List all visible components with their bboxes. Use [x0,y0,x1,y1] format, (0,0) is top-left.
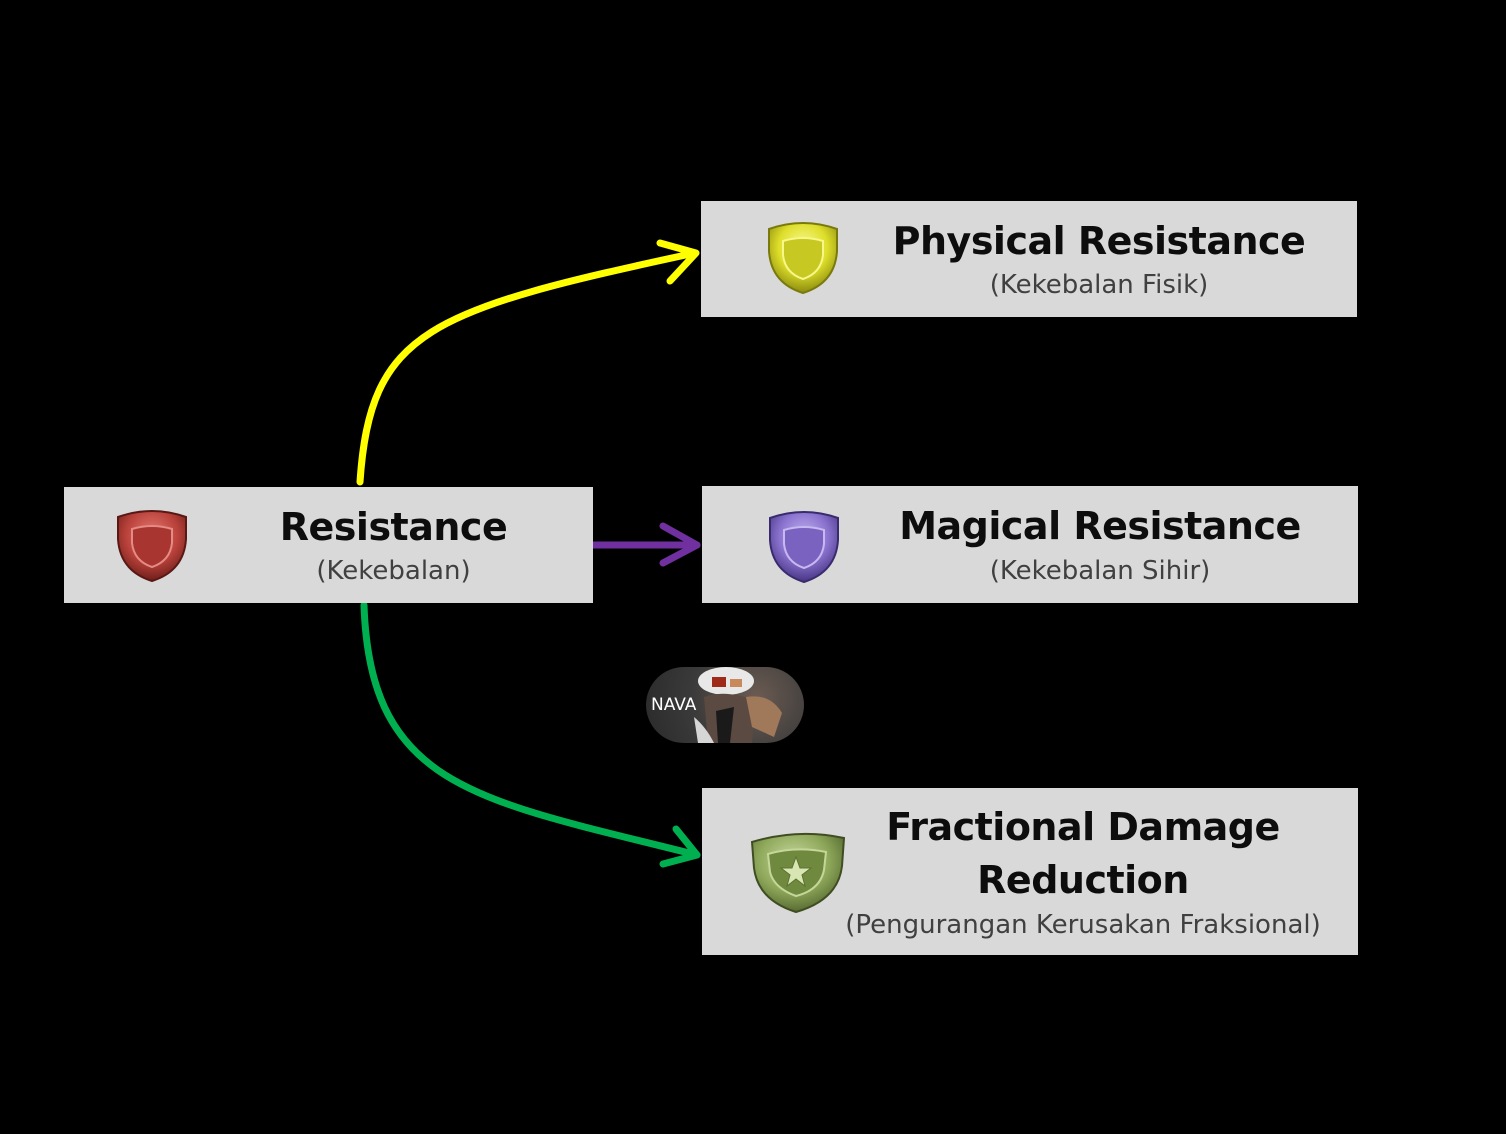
resistance-subtitle: (Kekebalan) [316,556,471,587]
physical-resistance-subtitle: (Kekebalan Fisik) [989,270,1209,301]
resistance-node: Resistance (Kekebalan) [64,487,593,603]
green-star-shield-icon [750,832,846,914]
resistance-title: Resistance [279,504,508,549]
fractional-damage-reduction-title-line1: Fractional Damage [886,805,1280,850]
fractional-damage-reduction-node: Fractional Damage Reduction (Pengurangan… [702,788,1358,955]
fractional-damage-reduction-subtitle: (Pengurangan Kerusakan Fraksional) [845,910,1321,941]
magical-resistance-node: Magical Resistance (Kekebalan Sihir) [702,486,1358,603]
magical-resistance-text: Magical Resistance (Kekebalan Sihir) [862,486,1338,603]
resistance-text: Resistance (Kekebalan) [214,487,573,603]
fractional-damage-reduction-title-line2: Reduction [977,857,1189,902]
fractional-damage-reduction-text: Fractional Damage Reduction (Pengurangan… [832,788,1334,955]
magical-resistance-title: Magical Resistance [899,504,1301,549]
arrow-to-fractional [360,601,701,859]
arrowhead-magical [659,522,701,567]
arrow-to-physical [356,249,699,486]
physical-resistance-title: Physical Resistance [892,218,1306,263]
physical-resistance-text: Physical Resistance (Kekebalan Fisik) [861,201,1337,317]
nava-watermark: NAVA [646,667,804,743]
yellow-shield-icon [768,222,838,295]
physical-resistance-node: Physical Resistance (Kekebalan Fisik) [701,201,1357,317]
watermark-text: NAVA [651,695,697,715]
arrowhead-fractional [659,825,701,868]
watermark-figure-image [694,667,782,743]
red-shield-icon [117,510,187,583]
arrowhead-physical [656,239,700,285]
magical-resistance-subtitle: (Kekebalan Sihir) [989,555,1211,586]
purple-shield-icon [769,511,839,584]
